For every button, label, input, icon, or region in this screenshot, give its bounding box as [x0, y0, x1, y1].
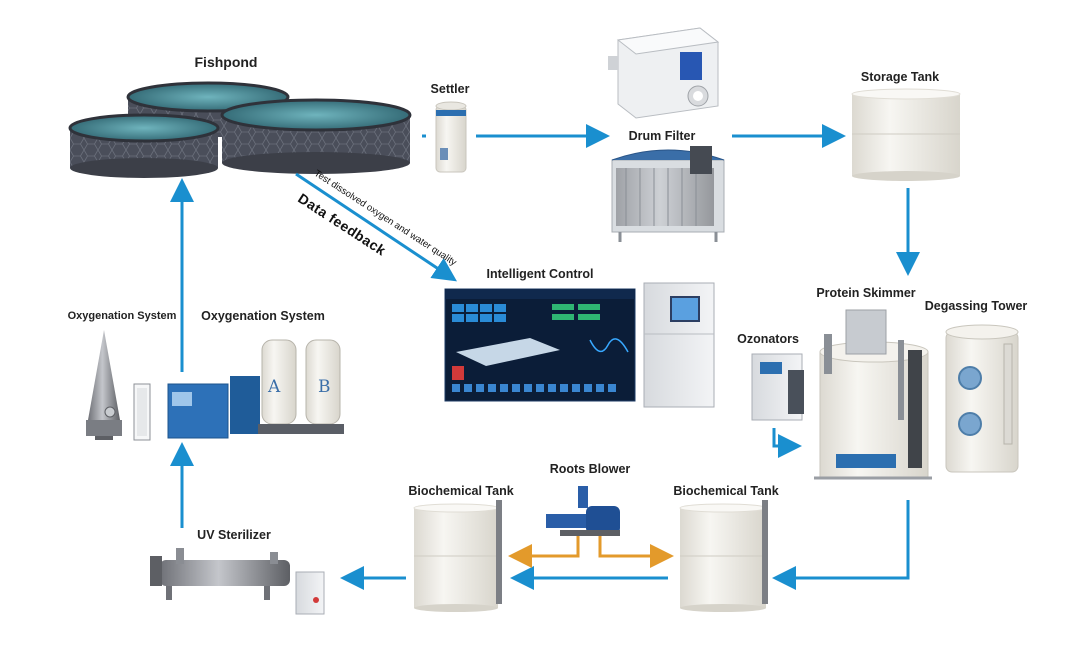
storage-tank-illustration: [851, 88, 961, 181]
flow-arrows: [170, 124, 920, 590]
oxygenation-system-illustration: A B: [167, 339, 344, 439]
air-arrow-to-left-tank: [508, 536, 580, 568]
arrow-data-feedback: [295, 172, 457, 282]
ozonators-label: Ozonators: [737, 332, 799, 346]
biochemical-tank-right-illustration: [679, 500, 768, 612]
drum-filter-upper-illustration: [608, 27, 720, 119]
protein-skimmer-label: Protein Skimmer: [816, 286, 916, 300]
drum-filter-lower-illustration: [611, 146, 725, 242]
oxygenation-system-small-label: Oxygenation System: [67, 310, 177, 322]
arrow-skimmer-to-biochemical-right: [772, 500, 910, 590]
roots-blower-label: Roots Blower: [549, 462, 631, 476]
drum-filter-label: Drum Filter: [628, 129, 696, 143]
ozonators-illustration: [751, 353, 804, 421]
uv-sterilizer-label: UV Sterilizer: [197, 528, 271, 542]
fishpond-label: Fishpond: [194, 54, 258, 70]
degassing-tower-illustration: [945, 324, 1019, 473]
roots-blower-illustration: [546, 486, 620, 536]
settler-illustration: [435, 101, 467, 173]
intelligent-control-illustration: [444, 282, 715, 408]
fishpond-illustration: [68, 81, 412, 178]
oxygenation-cone-illustration: [86, 330, 151, 441]
oxygenation-system-label: Oxygenation System: [201, 309, 325, 323]
arrow-ozonators-to-skimmer: [772, 428, 802, 458]
air-arrow-to-right-tank: [598, 536, 674, 568]
degassing-tower-label: Degassing Tower: [924, 299, 1028, 313]
biochemical-tank-left-label: Biochemical Tank: [408, 484, 514, 498]
biochemical-tank-right-label: Biochemical Tank: [673, 484, 779, 498]
uv-sterilizer-illustration: [150, 548, 325, 615]
biochemical-tank-left-illustration: [413, 500, 502, 612]
storage-tank-label: Storage Tank: [860, 70, 940, 84]
protein-skimmer-illustration: [814, 309, 932, 480]
generator-letter-a: A: [267, 377, 281, 397]
settler-label: Settler: [430, 82, 470, 96]
air-arrows: [508, 536, 674, 568]
generator-letter-b: B: [318, 377, 331, 397]
intelligent-control-label: Intelligent Control: [486, 267, 594, 281]
